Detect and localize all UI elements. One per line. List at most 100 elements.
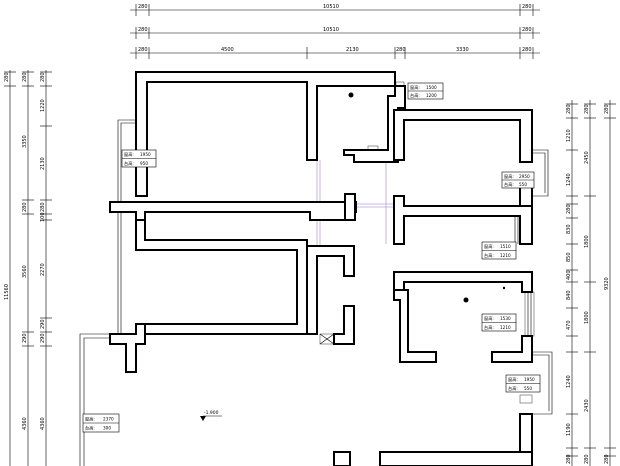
svg-text:窗高:: 窗高: <box>410 84 420 91</box>
svg-text:1210: 1210 <box>500 325 511 330</box>
wall-middle-band <box>109 201 357 221</box>
dim-text: 290 <box>40 333 46 343</box>
svg-text:窗高:: 窗高: <box>85 416 95 423</box>
level-marker: -1.900 <box>200 410 222 421</box>
window-tag: 窗高:2370 台高:300 <box>82 413 120 433</box>
window-symbol <box>524 291 535 337</box>
wall-bedroom3 <box>393 271 533 293</box>
dim-text: 10510 <box>323 27 339 33</box>
dim-text: 3330 <box>456 47 469 53</box>
dim-text: 290 <box>40 319 46 329</box>
wall-bedroom2 <box>393 195 533 245</box>
dim-text: 4500 <box>221 47 234 53</box>
wall-pillar-sw <box>109 323 146 373</box>
wall-living-top <box>135 71 396 197</box>
svg-text:台高:: 台高: <box>484 324 494 331</box>
level-text: -1.900 <box>204 410 219 416</box>
dim-text: 280 <box>604 104 610 114</box>
switch-marker <box>502 286 506 290</box>
svg-text:台高:: 台高: <box>124 160 134 167</box>
svg-text:台高:: 台高: <box>508 385 518 392</box>
light-marker <box>463 297 469 303</box>
wall-bedroom1 <box>393 109 533 163</box>
dim-text: 1220 <box>40 99 46 112</box>
dim-text: 280 <box>604 454 610 464</box>
dim-text: 280 <box>566 454 572 464</box>
dim-text: 280 <box>138 47 148 53</box>
dim-text: 290 <box>22 333 28 343</box>
walls <box>109 71 533 466</box>
wall-bedroom3-right <box>491 335 533 363</box>
dim-text: 280 <box>4 72 10 82</box>
svg-text:1530: 1530 <box>500 316 511 321</box>
dim-text: 280 <box>566 104 572 114</box>
dim-text: 2450 <box>584 151 590 164</box>
dim-text: 1240 <box>566 375 572 388</box>
dim-text: 9320 <box>604 277 610 290</box>
dim-text: 3350 <box>22 135 28 148</box>
dim-text: 280 <box>584 454 590 464</box>
dim-text: 280 <box>522 27 532 33</box>
right-dimension-texts: 280 1210 1240 280 830 850 400 840 470 12… <box>566 104 610 464</box>
dim-text: 280 <box>396 47 406 53</box>
dim-text: 280 <box>566 204 572 214</box>
svg-text:300: 300 <box>103 426 111 431</box>
dim-text: 280 <box>522 47 532 53</box>
window-tag: 窗高: 1510 台高: 1210 <box>481 241 517 260</box>
dim-text: 850 <box>566 252 572 262</box>
svg-text:550: 550 <box>519 182 527 187</box>
svg-text:台高:: 台高: <box>410 92 420 99</box>
wall-bath-lower <box>333 305 355 345</box>
dim-text: 280 <box>22 72 28 82</box>
svg-text:窗高:: 窗高: <box>484 315 494 322</box>
left-dimension-texts: 280 11560 280 3350 280 3560 290 4360 280… <box>4 72 46 430</box>
svg-text:1950: 1950 <box>524 377 535 382</box>
wall-bedroom3-side <box>393 289 437 363</box>
svg-text:950: 950 <box>140 161 148 166</box>
dim-text: 840 <box>566 290 572 300</box>
dim-text: 1190 <box>566 423 572 436</box>
top-dimension-texts: 280 10510 280 280 10510 280 280 4500 213… <box>138 4 532 53</box>
right-dimension-chains <box>566 100 616 466</box>
svg-text:窗高:: 窗高: <box>484 243 494 250</box>
dim-text: 280 <box>584 104 590 114</box>
top-dimension-chains <box>130 4 540 59</box>
wall-bottom-right <box>379 451 533 466</box>
wall-bath <box>306 245 355 335</box>
dim-text: 100 <box>40 212 46 222</box>
svg-text:1510: 1510 <box>500 244 511 249</box>
svg-text:台高:: 台高: <box>504 181 514 188</box>
window-tag: 窗高:1500 台高:1200 <box>407 82 444 100</box>
dim-text: 1800 <box>584 235 590 248</box>
level-triangle-icon <box>200 416 206 421</box>
svg-text:台高:: 台高: <box>484 252 494 259</box>
svg-text:1950: 1950 <box>140 152 151 157</box>
dim-text: 280 <box>40 202 46 212</box>
dim-text: 280 <box>522 4 532 10</box>
dim-text: 2270 <box>40 263 46 276</box>
window-tag: 窗高:2950 台高:550 <box>501 171 535 189</box>
svg-text:550: 550 <box>524 386 532 391</box>
svg-text:窗高:: 窗高: <box>124 151 134 158</box>
window-tag: 窗高: 1950 台高: 550 <box>505 374 541 393</box>
dim-text: 2130 <box>40 157 46 170</box>
svg-text:1210: 1210 <box>500 253 511 258</box>
dim-text: 280 <box>40 72 46 82</box>
wall-bottom-center <box>333 451 351 466</box>
dim-text: 4360 <box>22 417 28 430</box>
dim-text: 3560 <box>22 265 28 278</box>
dim-text: 1800 <box>584 311 590 324</box>
light-marker <box>348 92 354 98</box>
dim-text: 1240 <box>566 173 572 186</box>
left-dimension-chains <box>4 70 52 466</box>
dim-text: 2430 <box>584 399 590 412</box>
dim-text: 2130 <box>346 47 359 53</box>
svg-text:窗高:: 窗高: <box>504 173 514 180</box>
wall-living-west <box>135 219 308 335</box>
svg-text:窗高:: 窗高: <box>508 376 518 383</box>
dim-text: 10510 <box>323 4 339 10</box>
dim-text: 280 <box>22 202 28 212</box>
dim-text: 4360 <box>40 417 46 430</box>
svg-text:台高:: 台高: <box>85 425 95 432</box>
